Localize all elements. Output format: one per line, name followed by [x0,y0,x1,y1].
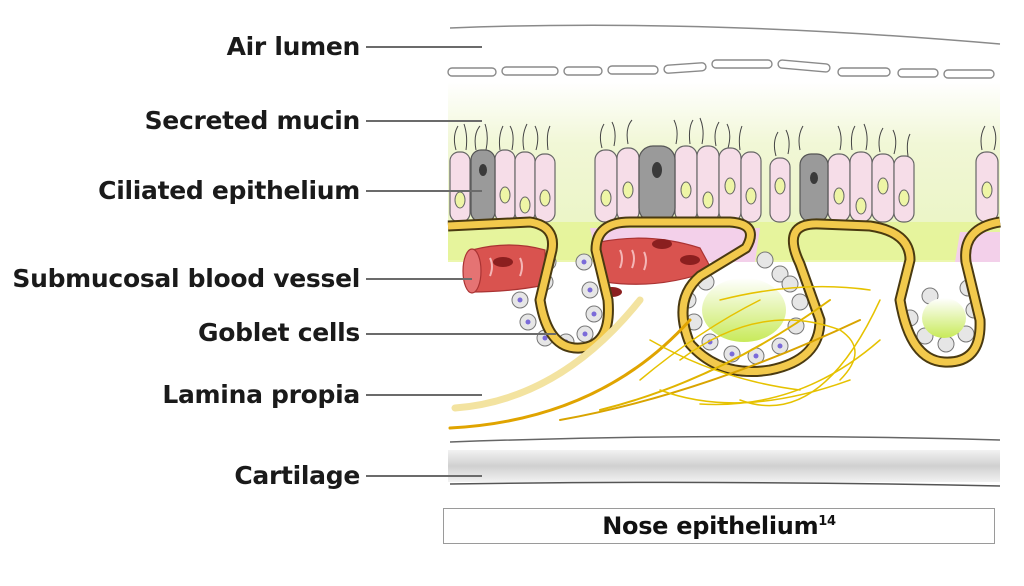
leader-secreted-mucin [366,120,482,122]
caption-box: Nose epithelium14 [443,508,995,544]
leader-cartilage [366,475,482,477]
mucus-flakes [447,59,995,79]
label-goblet-cells: Goblet cells [198,318,360,347]
ciliated-cells [449,145,999,223]
nerve-fibers [448,285,881,430]
cartilage-bottom-line [449,481,1001,487]
air-lumen-boundary [449,24,1001,45]
caption-text: Nose epithelium [602,512,819,540]
label-air-lumen: Air lumen [226,32,361,61]
cilia [453,117,997,157]
cartilage-top-line [449,435,1001,443]
label-secreted-mucin: Secreted mucin [144,106,361,135]
leader-ciliated-epithelium [366,190,482,192]
caption-reference: 14 [818,514,836,529]
label-ciliated-epithelium: Ciliated epithelium [98,176,360,205]
caption-title: Nose epithelium14 [602,512,836,540]
leader-goblet-cells [366,333,556,335]
leader-air-lumen [366,46,482,48]
gland-lumen [702,278,786,342]
label-submucosal-blood-vessel: Submucosal blood vessel [12,264,360,293]
label-lamina-propia: Lamina propia [162,380,360,409]
leader-submucosal-blood-vessel [366,278,472,280]
leader-lamina-propia [366,394,482,396]
label-cartilage: Cartilage [234,461,360,490]
cell-nuclei [454,177,993,215]
cartilage-band [448,450,1000,482]
